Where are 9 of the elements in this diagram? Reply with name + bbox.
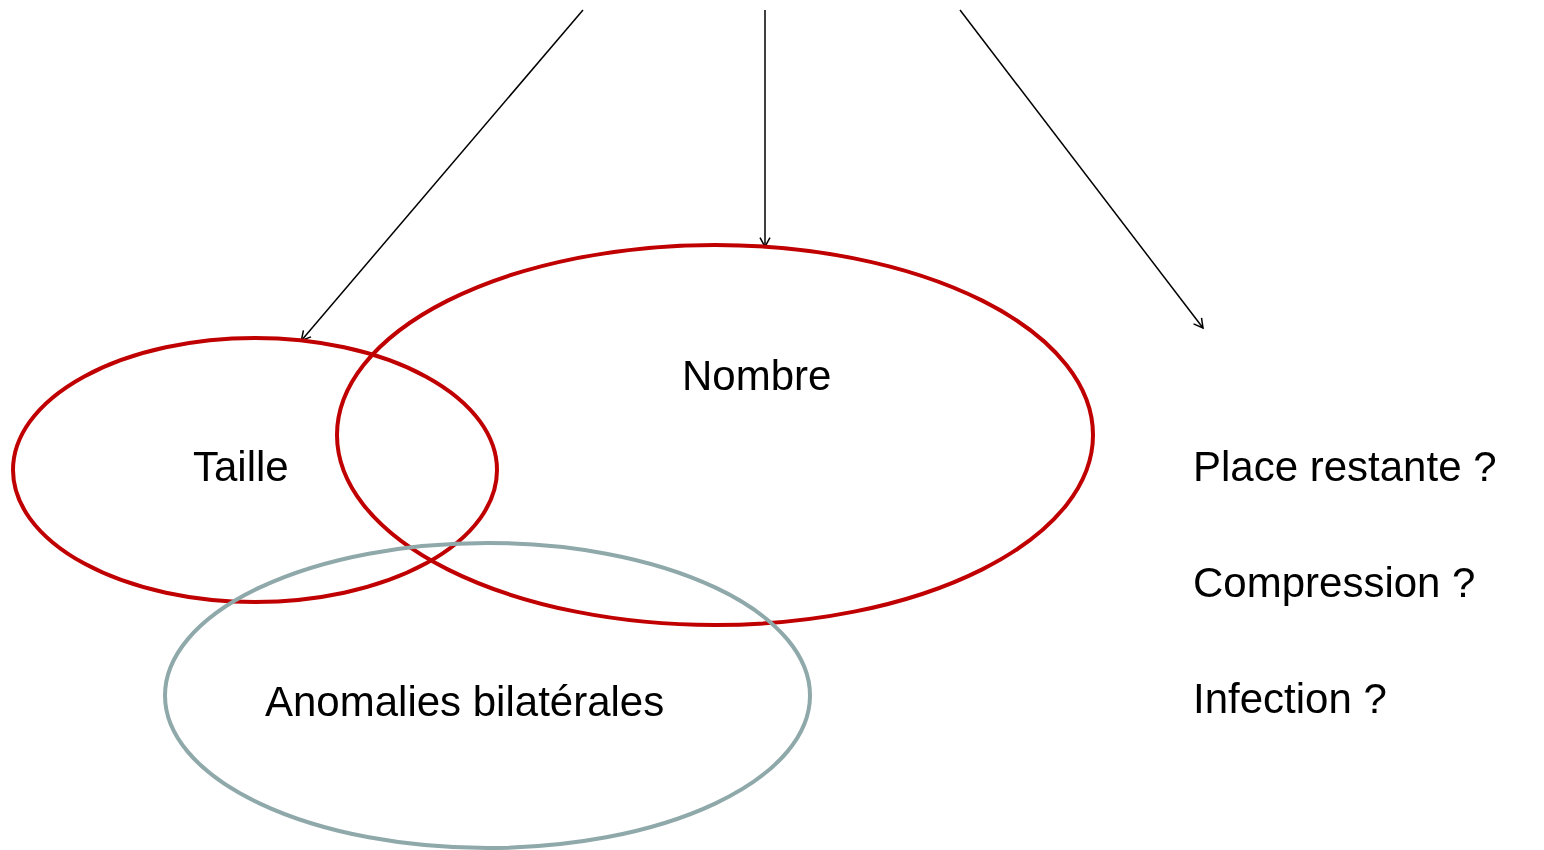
arrow [959,9,1204,329]
arrow [759,9,771,248]
ellipse-label: Nombre [682,352,832,401]
ellipse-label: Anomalies bilatérales [265,678,665,727]
question-text: Infection ? [1193,675,1387,724]
ellipse-label: Taille [193,443,289,492]
question-text: Compression ? [1193,559,1476,608]
arrow [300,9,584,342]
question-text: Place restante ? [1193,443,1497,492]
